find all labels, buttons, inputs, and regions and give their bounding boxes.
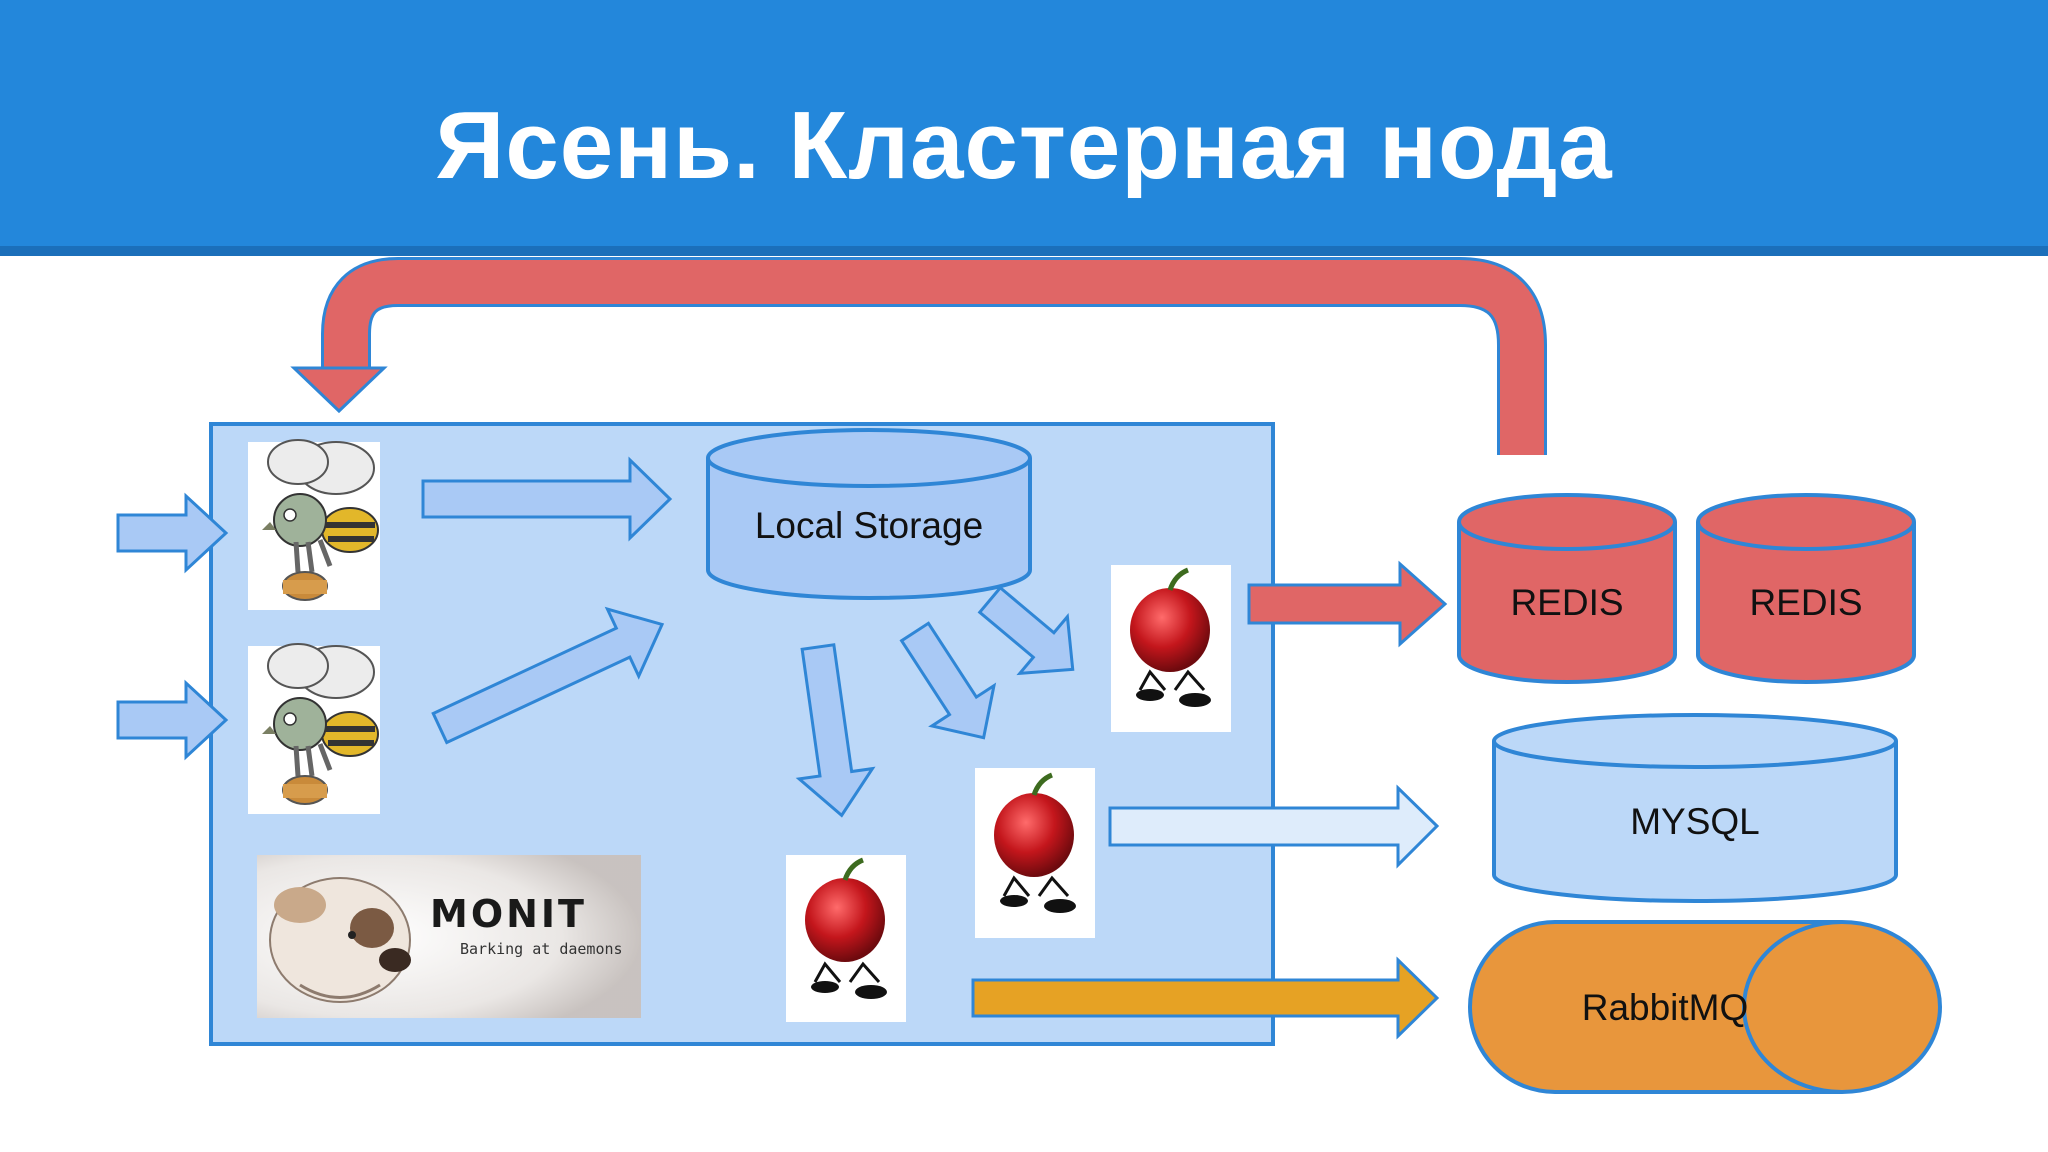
local-storage-label: Local Storage [754,505,984,546]
ant-apple-image-2 [975,768,1095,938]
storage-to-ant3-arrow [795,643,876,818]
bee-to-storage-arrow-bottom [431,606,665,745]
input-arrow-bottom [116,679,229,761]
redis-cylinder-2 [1696,493,1916,684]
redis-feedback-arrow [290,257,1547,455]
mysql-label: MYSQL [1630,801,1760,842]
redis-label-1: REDIS [1510,582,1624,623]
rabbitmq-label: RabbitMQ [1581,987,1749,1028]
storage-to-ant2-arrow [899,621,997,740]
ant-to-mysql-arrow [1108,784,1440,869]
mysql-cylinder [1492,713,1898,903]
input-arrow-top [116,492,229,574]
rabbitmq-cylinder [1468,920,1942,1094]
header-divider [0,246,2048,256]
monit-brand-text: MONIT [430,892,587,936]
ant-apple-image-3 [786,855,906,1022]
monit-tagline-text: Barking at daemons [460,940,623,958]
slide-title: Ясень. Кластерная нода [435,92,1613,199]
storage-to-ant1-arrow [977,585,1075,676]
local-storage-cylinder [706,428,1032,600]
bee-to-storage-arrow-top [421,456,673,542]
slide-header [0,0,2048,246]
bee-worker-image-1 [248,439,380,610]
monit-logo-image [257,855,641,1018]
bee-worker-image-2 [248,643,380,814]
ant-to-rabbitmq-arrow [971,956,1440,1040]
redis-cylinder-1 [1457,493,1677,684]
redis-label-2: REDIS [1749,582,1863,623]
ant-to-redis-arrow [1247,560,1448,648]
ant-apple-image-1 [1111,565,1231,732]
